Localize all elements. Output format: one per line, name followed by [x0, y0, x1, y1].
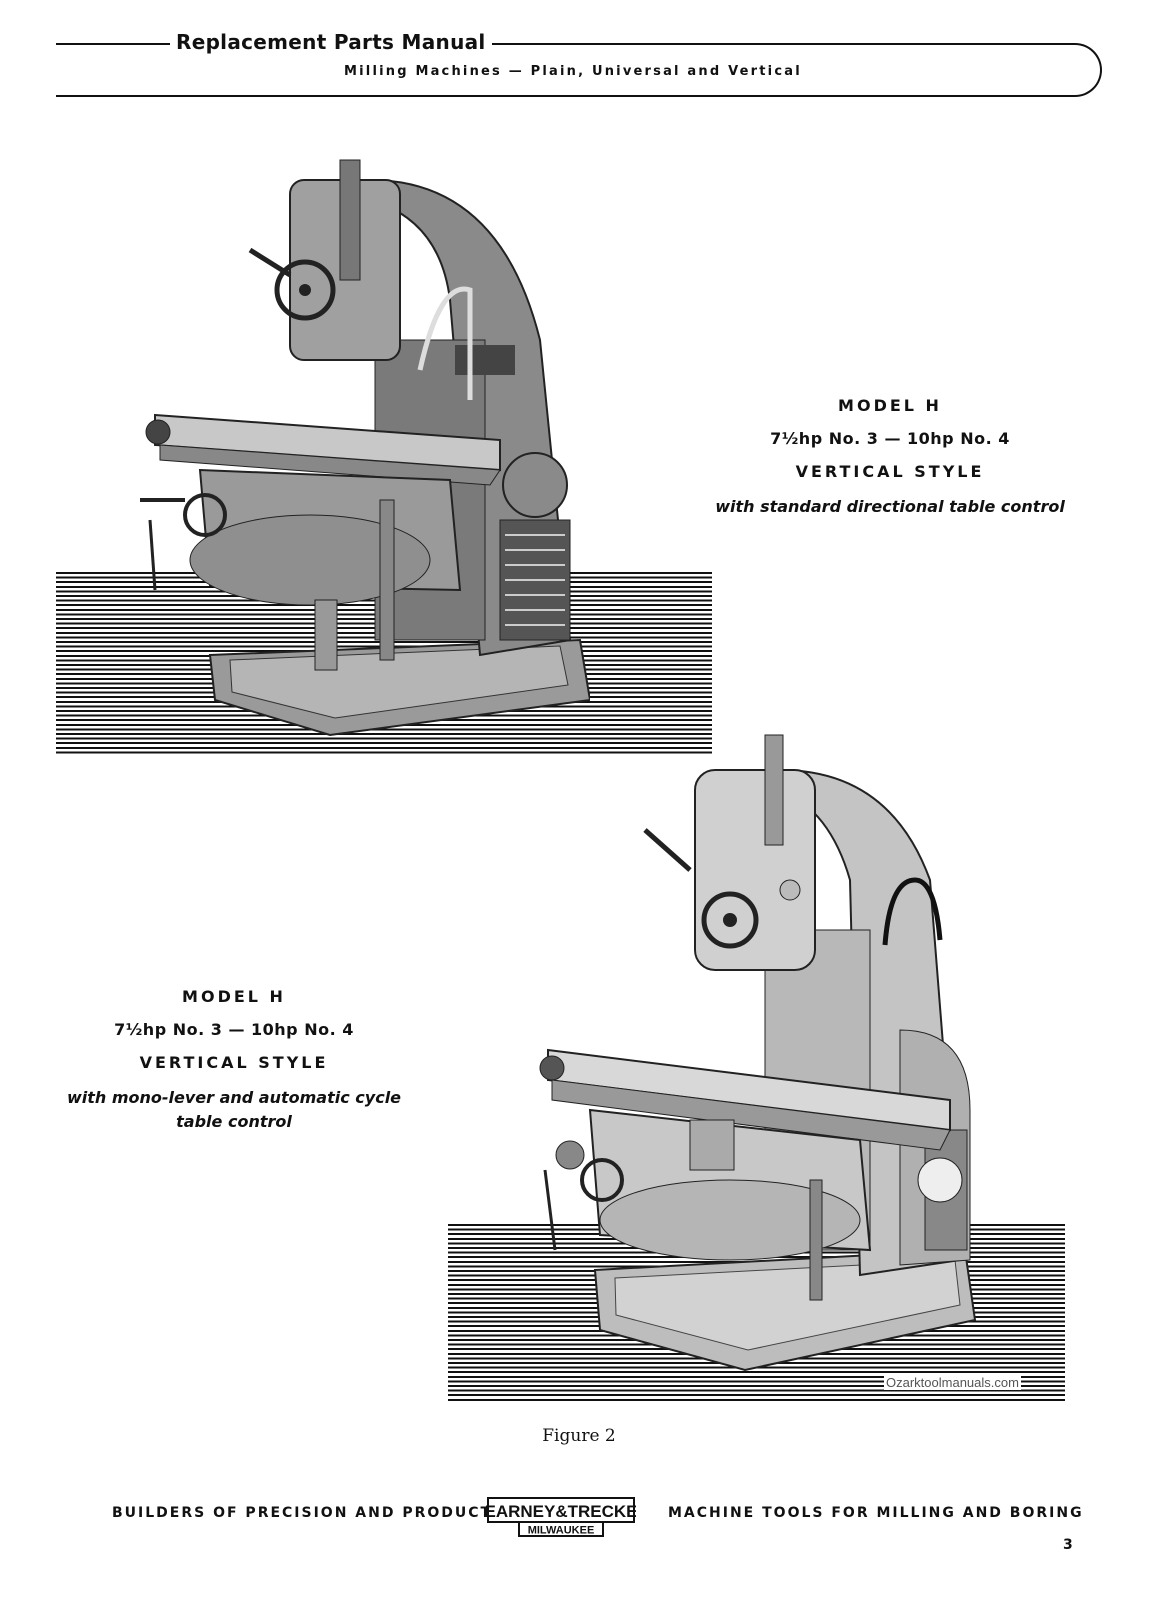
description-label-2: with mono-lever and automatic cycle tabl…: [44, 1086, 424, 1134]
caption-bottom: MODEL H 7½hp No. 3 — 10hp No. 4 VERTICAL…: [44, 987, 424, 1134]
style-label-2: VERTICAL STYLE: [139, 1053, 329, 1072]
horsepower-label: 7½hp No. 3 — 10hp No. 4: [770, 429, 1010, 448]
style-label: VERTICAL STYLE: [795, 462, 985, 481]
header-frame: [56, 43, 1102, 97]
footer-left-text: BUILDERS OF PRECISION AND PRODUCTION: [112, 1505, 527, 1521]
horsepower-label-2: 7½hp No. 3 — 10hp No. 4: [114, 1020, 354, 1039]
page-number: 3: [1063, 1537, 1073, 1553]
description-label: with standard directional table control: [715, 497, 1065, 516]
model-label-2: MODEL H: [182, 987, 286, 1006]
model-label: MODEL H: [838, 396, 942, 415]
footer-right-text: MACHINE TOOLS FOR MILLING AND BORING: [668, 1505, 1084, 1521]
kearney-trecker-logo: KEARNEY&TRECKER MILWAUKEE: [486, 1497, 636, 1537]
header-subtitle: Milling Machines — Plain, Universal and …: [344, 64, 802, 79]
watermark: Ozarktoolmanuals.com: [884, 1375, 1021, 1390]
vertical-milling-machine-icon: [140, 159, 590, 737]
logo-top-text: KEARNEY&TRECKER: [486, 1502, 636, 1521]
logo-bottom-text: MILWAUKEE: [528, 1525, 595, 1537]
description-line-1: with mono-lever and automatic cycle: [66, 1088, 402, 1107]
vertical-milling-machine-icon-2: [539, 734, 977, 1372]
caption-top: MODEL H 7½hp No. 3 — 10hp No. 4 VERTICAL…: [700, 396, 1080, 519]
figure-label: Figure 2: [542, 1426, 616, 1446]
description-line-2: table control: [176, 1112, 292, 1131]
header-title: Replacement Parts Manual: [170, 30, 492, 54]
